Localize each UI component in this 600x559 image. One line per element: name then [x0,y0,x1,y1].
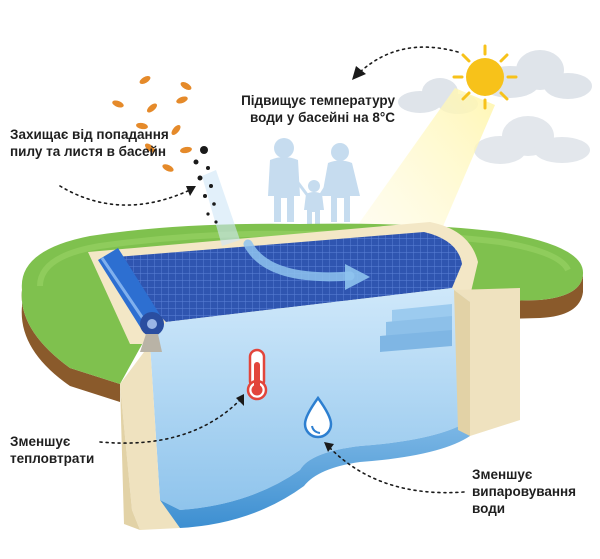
leader-lines [59,46,465,494]
leaf-icon [112,76,192,172]
pool-wall-left-shade [120,384,140,530]
soil-edge [21,290,120,402]
dust-particles [193,146,218,224]
warm-flow-arrow [243,239,355,282]
pool-steps [380,304,452,352]
family-silhouette [268,138,360,224]
leader-evaporation [329,447,465,494]
warm-flow-arrowhead [345,264,370,290]
leader-temperature [359,46,459,73]
leader-arrowheads [186,66,366,452]
pool-cover-surface [104,232,462,322]
pool-wall-left [120,344,180,530]
leader-debris [59,185,191,206]
pool-bottom [160,420,470,528]
pool-wall-right-shade [454,290,470,436]
pool-wall-right [454,288,520,436]
thermometer-icon [246,348,268,401]
sun-icon [452,44,518,110]
cloud-icon [474,116,590,164]
water-drop-icon [303,395,333,439]
light-column [202,170,240,246]
label-reduces-heat-loss: Зменшує тепловтрати [10,434,95,466]
pool-cover-reel [98,248,164,352]
label-protects-debris: Захищає від попадання пилу та листя в ба… [10,127,169,159]
label-reduces-evaporation: Зменшує випаровування води [472,467,577,516]
leader-heat-loss [99,399,241,444]
label-raises-temperature: Підвищує температуру води у басейні на 8… [241,93,395,125]
